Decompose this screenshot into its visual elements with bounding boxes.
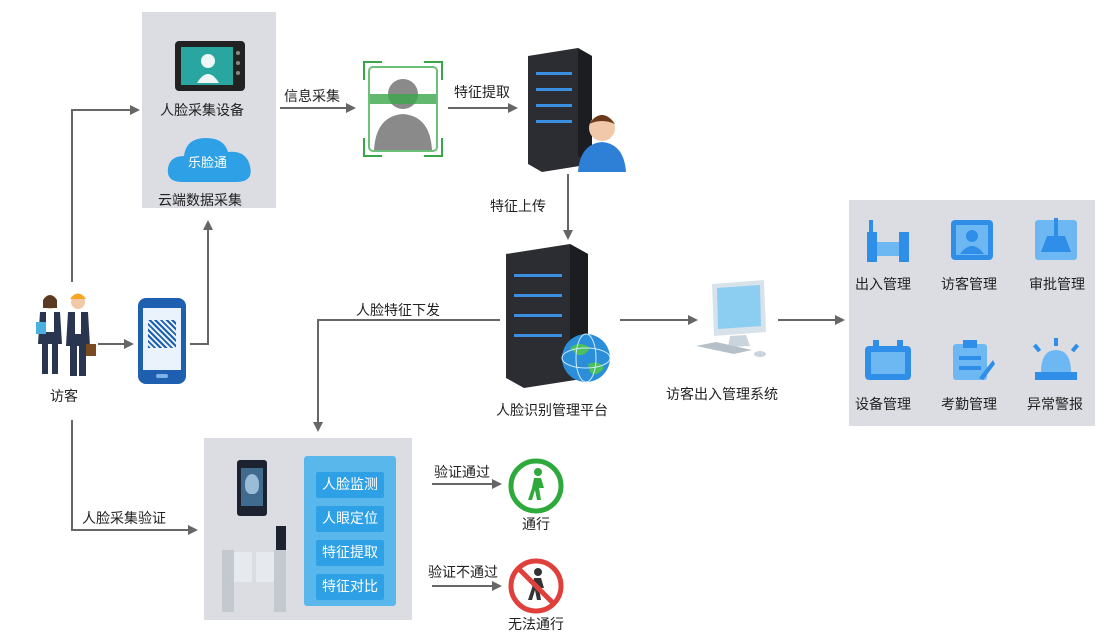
cloud-icon [167, 138, 251, 182]
module-label: 出入管理 [855, 277, 911, 293]
module-label: 审批管理 [1029, 277, 1085, 293]
step-feature-extract: 特征提取 [316, 540, 384, 566]
module-approval[interactable]: 审批管理 [1021, 216, 1091, 296]
capture-panel: 人脸采集设备 乐脸通 云端数据采集 [142, 12, 276, 209]
info-collect-label: 信息采集 [284, 89, 340, 105]
device-icon [865, 340, 911, 380]
visitor-label: 访客 [50, 389, 78, 405]
module-label: 考勤管理 [941, 397, 997, 413]
pass-label: 通行 [522, 517, 550, 533]
module-visitor[interactable]: 访客管理 [937, 216, 1007, 296]
face-capture-device-icon [175, 41, 245, 91]
feature-extract-label: 特征提取 [454, 85, 510, 101]
step-eye-locate: 人眼定位 [316, 506, 384, 532]
server-user-icon [528, 48, 626, 172]
platform-label: 人脸识别管理平台 [496, 403, 608, 419]
pass-walk-icon [508, 458, 564, 514]
face-scan-icon [363, 61, 443, 157]
fail-condition-label: 验证不通过 [428, 565, 498, 581]
modules-panel: 出入管理 访客管理 审批管理 设备管理 [849, 200, 1095, 426]
step-face-detect: 人脸监测 [316, 472, 384, 498]
gate-icon [867, 220, 909, 262]
pass-condition-label: 验证通过 [434, 465, 490, 481]
system-label: 访客出入管理系统 [666, 387, 778, 403]
visitor-people-icon [36, 293, 96, 376]
module-attendance[interactable]: 考勤管理 [937, 338, 1007, 418]
visitor-card-icon [951, 220, 993, 260]
attendance-icon [953, 340, 995, 380]
module-device[interactable]: 设备管理 [853, 338, 923, 418]
face-feature-issue-label: 人脸特征下发 [356, 303, 440, 319]
face-verify-label: 人脸采集验证 [82, 511, 166, 527]
face-capture-device-label: 人脸采集设备 [160, 103, 244, 119]
cloud-collect-label: 云端数据采集 [158, 193, 242, 209]
terminal-panel: 人脸监测 人眼定位 特征提取 特征对比 [204, 438, 412, 620]
module-label: 设备管理 [855, 397, 911, 413]
phone-qr-icon [138, 298, 186, 384]
feature-upload-label: 特征上传 [490, 199, 546, 215]
fail-label: 无法通行 [508, 617, 564, 633]
module-alarm[interactable]: 异常警报 [1021, 338, 1091, 418]
approval-icon [1035, 218, 1077, 260]
cloud-brand-label: 乐脸通 [188, 156, 228, 171]
module-label: 访客管理 [941, 277, 997, 293]
turnstile-icon [222, 526, 286, 612]
computer-icon [696, 280, 766, 357]
server-globe-icon [506, 244, 611, 388]
module-gate[interactable]: 出入管理 [853, 216, 923, 296]
alarm-icon [1032, 338, 1080, 380]
step-feature-compare: 特征对比 [316, 574, 384, 600]
no-walk-icon [508, 558, 564, 614]
face-terminal-icon [237, 460, 267, 516]
module-label: 异常警报 [1027, 397, 1083, 413]
